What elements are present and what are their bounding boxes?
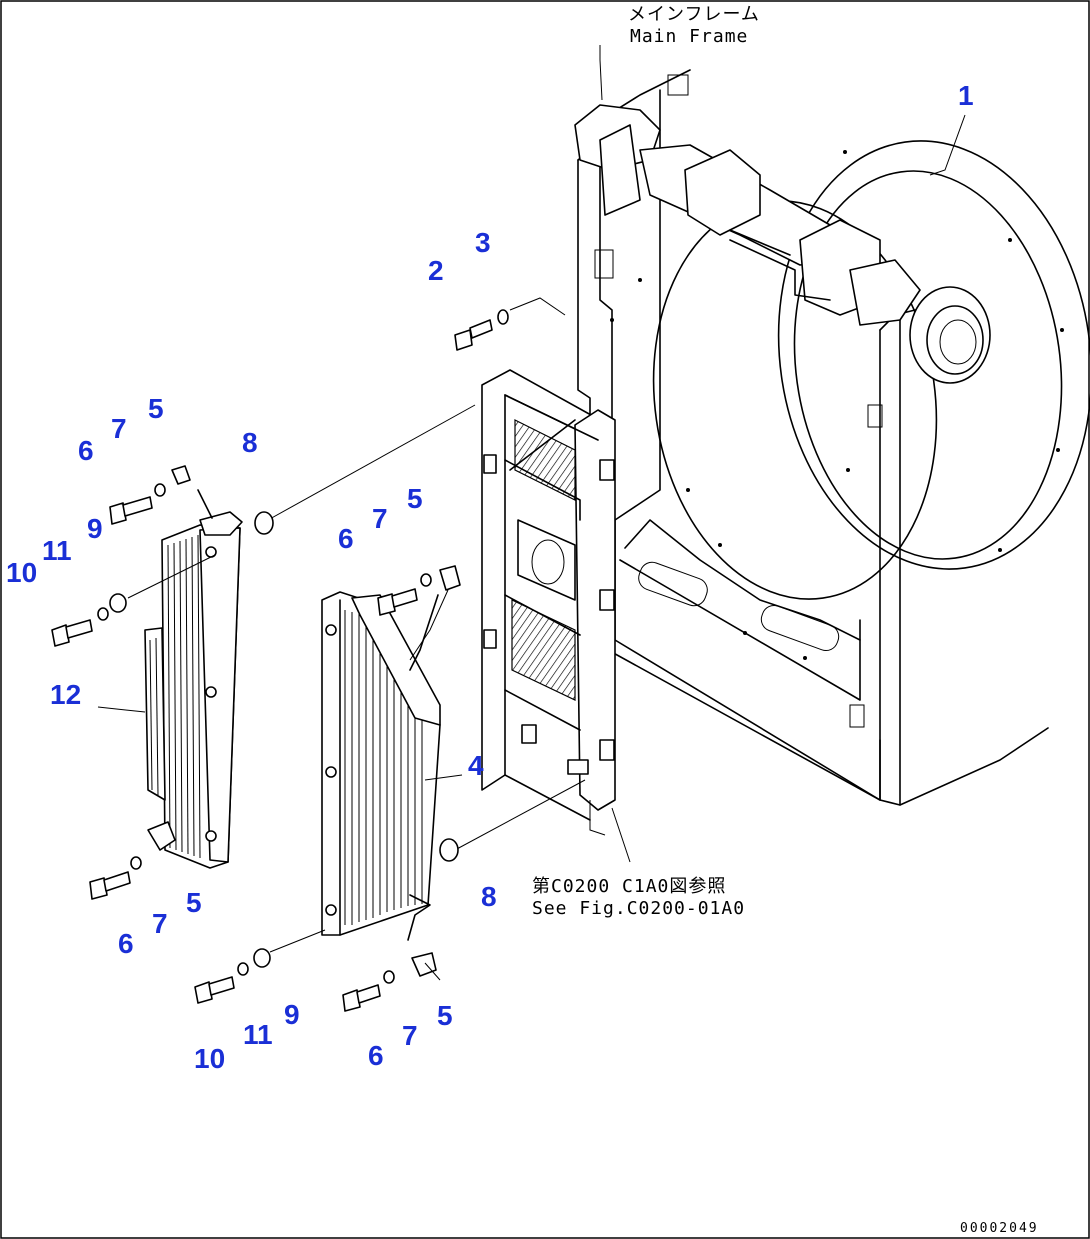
callout-7a: 7 [111,413,127,444]
callout-2: 2 [428,255,444,286]
aftercooler [321,591,441,941]
callout-11b: 11 [243,1019,273,1050]
callout-8b: 8 [481,881,497,912]
washer-7-lower-center [383,970,395,984]
callout-5a: 5 [148,393,164,424]
callout-3: 3 [475,227,491,258]
reference-label-en: See Fig.C0200-01A0 [532,898,745,919]
callout-11a: 11 [42,535,72,566]
bolt-6-lower-center [342,984,381,1012]
washer-9-lower [253,948,271,968]
washer-7-center [420,573,432,587]
callout-10b: 10 [194,1043,225,1074]
oil-cooler [144,489,243,869]
callout-5c: 5 [186,887,202,918]
washer-9-upper [109,593,127,613]
callout-9b: 9 [284,999,300,1030]
bolt-10-lower [194,976,235,1004]
callout-6b: 6 [338,523,354,554]
callout-9a: 9 [87,513,103,544]
callout-6d: 6 [368,1040,384,1071]
bolt-6-center [377,588,418,616]
main-frame-label-en: Main Frame [630,26,748,47]
callout-5d: 5 [437,1000,453,1031]
callouts: 1 2 3 4 5 5 5 5 6 6 6 6 7 7 7 7 8 8 9 9 … [6,80,974,1074]
clamp-5-center [439,565,461,591]
callout-7c: 7 [152,908,168,939]
callout-7b: 7 [372,503,388,534]
seal-8-lower [439,838,459,862]
fan-drive-shaft [574,104,991,384]
main-frame-label-jp: メインフレーム [628,4,760,25]
reference-label-jp: 第C0200 C1A0図参照 [532,876,726,897]
callout-8a: 8 [242,427,258,458]
clamp-5-lower-center [411,952,437,977]
callout-5b: 5 [407,483,423,514]
bolt-2 [454,319,493,351]
washer-7-lower-left [130,856,142,870]
seal-8-upper [254,511,274,535]
callout-6c: 6 [118,928,134,959]
clamp-5-upper-left [171,465,191,485]
callout-7d: 7 [402,1020,418,1051]
callout-4: 4 [468,750,484,781]
callout-1: 1 [958,80,974,111]
callout-6a: 6 [78,435,94,466]
bolt-10-upper [51,619,93,647]
washer-7-upper-left [154,483,166,497]
bolt-6-lower-left [89,871,131,900]
washer-11-upper [97,607,109,621]
callout-10a: 10 [6,557,37,588]
washer-11-lower [237,962,249,976]
cooler-mounting-frame [481,369,616,836]
callout-12: 12 [50,679,81,710]
washer-3 [497,309,509,325]
bolt-6-upper-left [109,496,153,525]
document-number: 00002049 [960,1221,1039,1236]
